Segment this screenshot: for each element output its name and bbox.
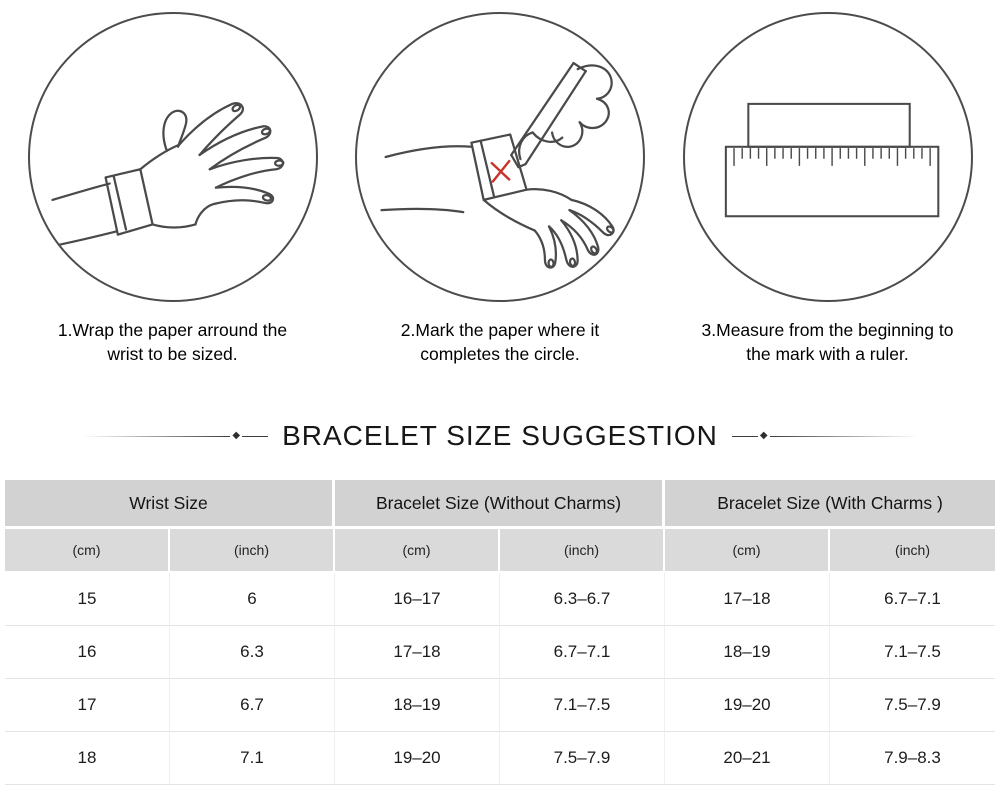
unit-header: (cm) — [665, 529, 830, 574]
table-cell: 6.3–6.7 — [500, 573, 665, 627]
step-1-caption-line-2: wrist to be sized. — [107, 344, 238, 365]
table-cell: 6.7–7.1 — [830, 573, 995, 627]
step-2-caption: 2.Mark the paper where it completes the … — [401, 318, 599, 366]
table-cell: 16–17 — [335, 573, 500, 627]
table-cell: 18–19 — [335, 679, 500, 733]
table-cell: 7.1 — [170, 732, 335, 786]
step-2-caption-line-1: 2.Mark the paper where it — [400, 320, 600, 340]
table-cell: 17–18 — [665, 573, 830, 627]
step-1-circle — [27, 12, 318, 302]
unit-header-row: (cm) (inch) (cm) (inch) (cm) (inch) — [5, 529, 995, 574]
page-title: BRACELET SIZE SUGGESTION — [282, 420, 718, 452]
table-cell: 17 — [5, 679, 170, 733]
table-cell: 20–21 — [665, 732, 830, 786]
step-1-caption: 1.Wrap the paper arround the wrist to be… — [58, 318, 287, 366]
table-cell: 7.5–7.9 — [830, 679, 995, 733]
group-header-wrist-size: Wrist Size — [5, 480, 335, 530]
table-cell: 15 — [5, 573, 170, 627]
step-3: 3.Measure from the beginning to the mark… — [675, 12, 980, 366]
step-1-caption-line-1: 1.Wrap the paper arround the — [57, 320, 288, 340]
table-cell: 6.7 — [170, 679, 335, 733]
table-cell: 17–18 — [335, 626, 500, 680]
ornament-line-right — [769, 435, 918, 437]
table-cell: 6 — [170, 573, 335, 627]
ornament-line-right-short — [731, 435, 758, 437]
unit-header: (cm) — [335, 529, 500, 574]
unit-header: (inch) — [830, 529, 995, 574]
step-3-caption-line-2: the mark with a ruler. — [746, 344, 909, 365]
unit-header: (inch) — [170, 529, 335, 574]
ornament-line-left-short — [242, 435, 269, 437]
table-cell: 6.7–7.1 — [500, 626, 665, 680]
hand-wrap-paper-icon — [50, 102, 284, 246]
step-3-caption-line-1: 3.Measure from the beginning to — [701, 320, 954, 340]
table-row: 16 6.3 17–18 6.7–7.1 18–19 7.1–7.5 — [5, 626, 995, 680]
unit-header: (inch) — [500, 529, 665, 574]
table-row: 15 6 16–17 6.3–6.7 17–18 6.7–7.1 — [5, 573, 995, 627]
step-2-circle — [355, 12, 645, 302]
instruction-steps: 1.Wrap the paper arround the wrist to be… — [0, 0, 1000, 366]
table-cell: 7.1–7.5 — [500, 679, 665, 733]
table-cell: 6.3 — [170, 626, 335, 680]
ruler-icon — [724, 102, 939, 218]
table-cell: 18 — [5, 732, 170, 786]
step-1: 1.Wrap the paper arround the wrist to be… — [20, 12, 325, 366]
unit-header: (cm) — [5, 529, 170, 574]
step-2: 2.Mark the paper where it completes the … — [348, 12, 653, 366]
red-mark — [490, 159, 511, 183]
table-cell: 18–19 — [665, 626, 830, 680]
table-cell: 7.1–7.5 — [830, 626, 995, 680]
step-3-caption: 3.Measure from the beginning to the mark… — [702, 318, 954, 366]
table-cell: 7.5–7.9 — [500, 732, 665, 786]
mark-paper-pen-icon — [380, 61, 615, 269]
group-header-with-charms: Bracelet Size (With Charms ) — [665, 480, 995, 530]
table-cell: 7.9–8.3 — [830, 732, 995, 786]
diamond-icon: ◆ — [759, 430, 768, 442]
table-cell: 16 — [5, 626, 170, 680]
table-row: 17 6.7 18–19 7.1–7.5 19–20 7.5–7.9 — [5, 679, 995, 733]
section-title-row: ◆ BRACELET SIZE SUGGESTION ◆ — [0, 420, 1000, 452]
bracelet-size-table: Wrist Size Bracelet Size (Without Charms… — [5, 480, 995, 786]
table-cell: 19–20 — [335, 732, 500, 786]
table-row: 18 7.1 19–20 7.5–7.9 20–21 7.9–8.3 — [5, 732, 995, 786]
step-3-circle — [682, 12, 973, 302]
table-cell: 19–20 — [665, 679, 830, 733]
diamond-icon: ◆ — [232, 430, 241, 442]
group-header-row: Wrist Size Bracelet Size (Without Charms… — [5, 480, 995, 530]
step-2-caption-line-2: completes the circle. — [420, 344, 580, 365]
ornament-line-left — [82, 435, 231, 437]
group-header-without-charms: Bracelet Size (Without Charms) — [335, 480, 665, 530]
